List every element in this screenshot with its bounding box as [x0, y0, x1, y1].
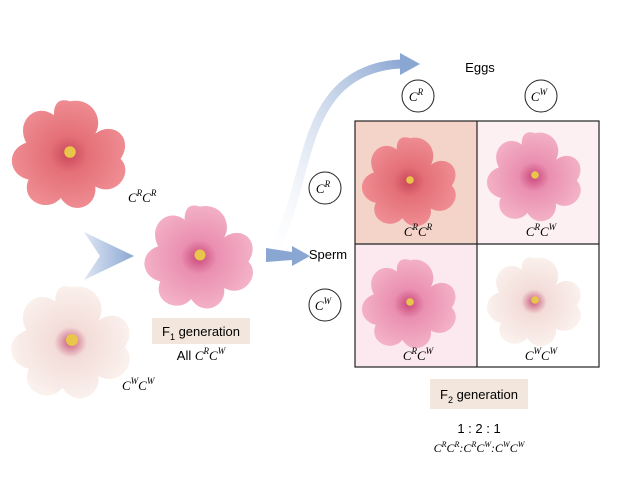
red-parent-flower	[11, 100, 126, 208]
sperm-allele-cw: CW	[308, 288, 342, 322]
svg-text:CR: CR	[316, 179, 331, 196]
cell-flower-pink-1	[486, 132, 581, 222]
egg-allele-cr: CR	[401, 79, 435, 113]
cell-genotype-ww: CWCW	[525, 346, 559, 363]
f1-pink-flower	[144, 205, 253, 309]
sperm-label: Sperm	[309, 247, 347, 262]
svg-text:CW: CW	[531, 87, 549, 104]
cell-flower-red	[361, 137, 456, 227]
sperm-allele-cr: CR	[308, 171, 342, 205]
f1-generation-label: F1 generation	[162, 324, 240, 342]
curved-arrow-to-eggs	[265, 59, 410, 260]
f1-all-genotype: All CRCW	[177, 346, 227, 363]
f2-label-box	[430, 379, 528, 409]
cell-genotype-rw-bottom: CRCW	[403, 346, 435, 363]
egg-allele-cw: CW	[524, 79, 558, 113]
svg-text:CR: CR	[409, 87, 424, 104]
cell-genotype-rw-top: CRCW	[526, 222, 558, 239]
svg-text:CW: CW	[315, 296, 333, 313]
eggs-label: Eggs	[465, 60, 495, 75]
cell-flower-white	[486, 257, 581, 347]
f2-generation-label: F2 generation	[440, 387, 518, 405]
f2-ratio-genotypes: CRCR:CRCW:CWCW	[434, 440, 526, 455]
white-parent-genotype: CWCW	[122, 376, 156, 393]
f1-to-sperm-arrow	[266, 246, 310, 266]
parents-to-f1-arrow	[84, 232, 134, 280]
cell-flower-pink-2	[361, 259, 456, 349]
red-parent-genotype: CRCR	[128, 188, 157, 205]
f1-label-box	[152, 318, 250, 344]
f2-ratio: 1 : 2 : 1	[457, 421, 500, 436]
curved-arrow-head	[400, 53, 420, 75]
cell-genotype-rr: CRCR	[404, 222, 433, 239]
white-parent-flower	[11, 286, 130, 399]
